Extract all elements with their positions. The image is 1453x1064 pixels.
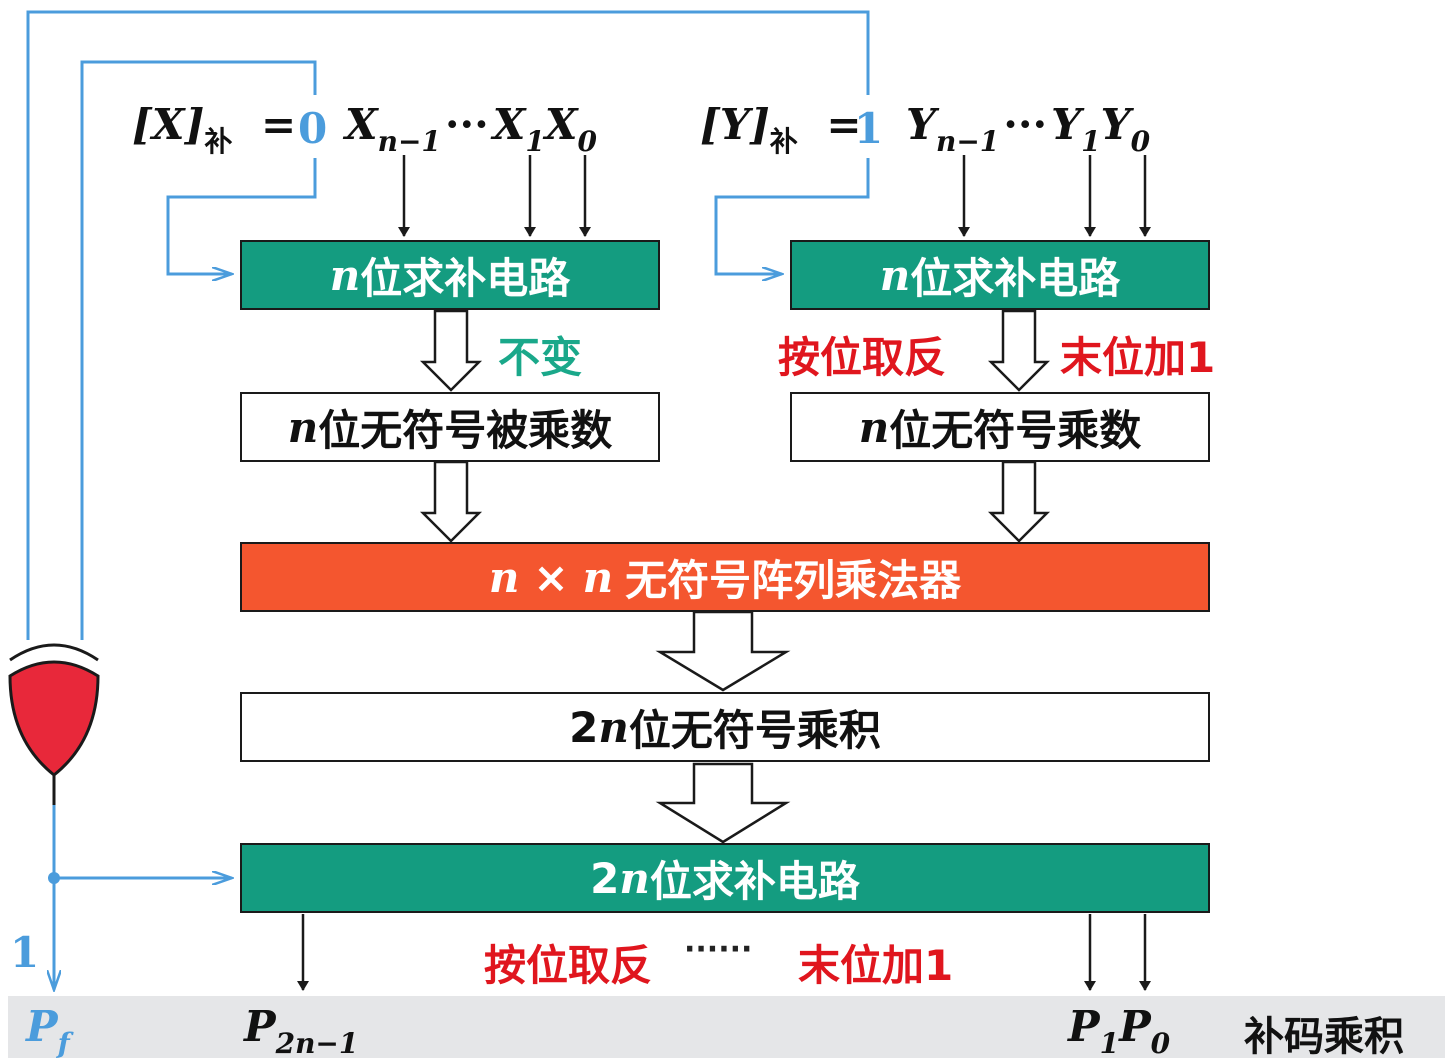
array-times: ×: [533, 552, 569, 602]
multiplier-var: n: [858, 402, 890, 452]
junction-dot: [48, 872, 60, 884]
xor-gate: [8, 643, 100, 805]
y-msb: Y: [906, 100, 936, 149]
y-reg-label: [Y]: [700, 100, 770, 149]
y-b1-sub: 1: [1081, 125, 1101, 158]
multiplicand-text: 位无符号被乘数: [318, 405, 613, 455]
product-text: 位无符号乘积: [628, 705, 881, 755]
x-sign-wire: [80, 60, 317, 640]
p1-letter: P: [1068, 1002, 1100, 1051]
y-sign-wire: [26, 10, 870, 640]
y-reg-label-sub: 补: [769, 125, 798, 158]
block-arrow-x1: [419, 309, 483, 392]
y-invert-note: 按位取反: [778, 333, 947, 382]
sign-wires: [26, 10, 870, 990]
y-sign-bit: 1: [854, 104, 884, 153]
y-register: [Y]补 =: [700, 100, 876, 160]
result-label: 补码乘积: [1244, 1014, 1404, 1060]
y-add1-note: 末位加1: [1060, 333, 1216, 382]
product-num: 2: [569, 702, 599, 752]
array-var1: n: [488, 552, 520, 602]
p-msb-letter: P: [244, 1002, 276, 1051]
x-msb: X: [345, 100, 378, 149]
y-msb-sub: n−1: [935, 125, 1000, 158]
pf-letter: P: [26, 1002, 58, 1051]
pf-value: 1: [10, 928, 40, 977]
p0-sub: 0: [1150, 1027, 1171, 1060]
pf-label: Pf: [26, 1002, 70, 1060]
y-comp-var: n: [879, 250, 911, 300]
x-b1: X: [492, 100, 526, 149]
x-dots: ···: [444, 100, 489, 149]
result-bar: [8, 996, 1445, 1058]
y-b0-sub: 0: [1130, 125, 1151, 158]
array-text: 无符号阵列乘法器: [625, 555, 962, 605]
p-msb-sub: 2n−1: [275, 1027, 359, 1060]
x-comp-var: n: [329, 250, 361, 300]
p1-sub: 1: [1099, 1027, 1120, 1060]
x-reg-eq: =: [260, 100, 297, 149]
out-comp-num: 2: [590, 853, 620, 903]
x-msb-sub: n−1: [377, 125, 441, 158]
block-arrow-y2: [987, 460, 1051, 543]
y-comp-text: 位求补电路: [910, 253, 1121, 303]
x-reg-label-sub: 补: [204, 125, 233, 158]
p-msb-label: P2n−1: [244, 1002, 358, 1060]
y-dots: ···: [1003, 100, 1048, 149]
out-dots: ······: [684, 932, 753, 967]
x-b0: X: [544, 100, 578, 149]
y-sign-to-comp: [714, 158, 870, 274]
x-comp-text: 位求补电路: [360, 253, 571, 303]
y-b1: Y: [1051, 100, 1082, 149]
block-arrow-x2: [419, 460, 483, 543]
multiplicand-var: n: [287, 402, 319, 452]
x-reg-label: [X]: [132, 100, 205, 149]
block-arrow-mid1: [655, 610, 791, 692]
y-reg-eq: =: [826, 100, 862, 149]
out-invert-note: 按位取反: [484, 941, 653, 990]
p-low-label: P1P0: [1068, 1002, 1170, 1060]
x-b0-sub: 0: [577, 125, 597, 158]
bit-arrows: [297, 155, 1151, 991]
y-b0: Y: [1100, 100, 1131, 149]
out-add1-note: 末位加1: [798, 941, 954, 990]
multiplier-text: 位无符号乘数: [889, 405, 1142, 455]
x-sign-to-comp: [166, 158, 317, 274]
out-comp-var: n: [619, 853, 650, 903]
block-arrows: [419, 309, 1051, 844]
x-b1-sub: 1: [525, 125, 545, 158]
x-register: [X]补 =: [132, 100, 310, 160]
array-var2: n: [582, 552, 614, 602]
block-arrow-y1: [987, 309, 1051, 392]
p0-letter: P: [1119, 1002, 1151, 1051]
x-unchanged-note: 不变: [498, 333, 583, 382]
out-comp-text: 位求补电路: [649, 856, 860, 906]
x-sign-bit: 0: [298, 104, 328, 153]
product-var: n: [598, 702, 629, 752]
pf-sub: f: [57, 1027, 70, 1060]
x-bits: Xn−1···X1X0: [345, 100, 597, 158]
y-bits: Yn−1···Y1Y0: [906, 100, 1150, 158]
block-arrow-mid2: [655, 762, 791, 844]
